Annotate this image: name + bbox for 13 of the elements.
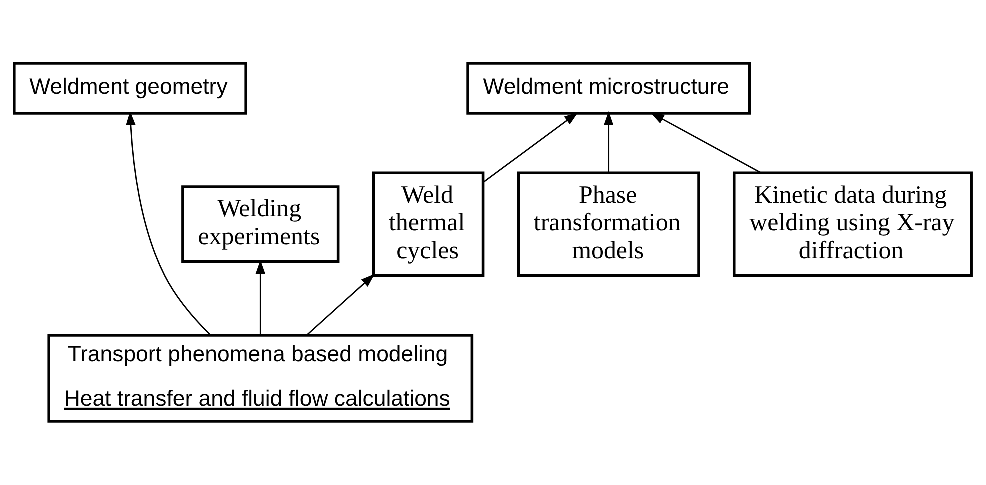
node-box: Kinetic data during welding using X-ray diffraction <box>732 172 973 278</box>
arrow <box>306 274 375 336</box>
arrow <box>126 111 212 336</box>
node-box: Welding experiments <box>182 186 340 264</box>
arrow <box>650 112 762 174</box>
node-box: Transport phenomena based modeling Heat transfer and fluid flow calculations <box>48 334 474 423</box>
arrow <box>483 112 578 183</box>
node-box: Weldment microstructure <box>466 62 752 115</box>
arrow <box>256 260 266 336</box>
node-box: Weldment geometry <box>13 62 248 115</box>
node-box: Phase transformation models <box>517 172 700 278</box>
node-box: Weld thermal cycles <box>372 172 485 278</box>
arrow <box>604 112 614 174</box>
